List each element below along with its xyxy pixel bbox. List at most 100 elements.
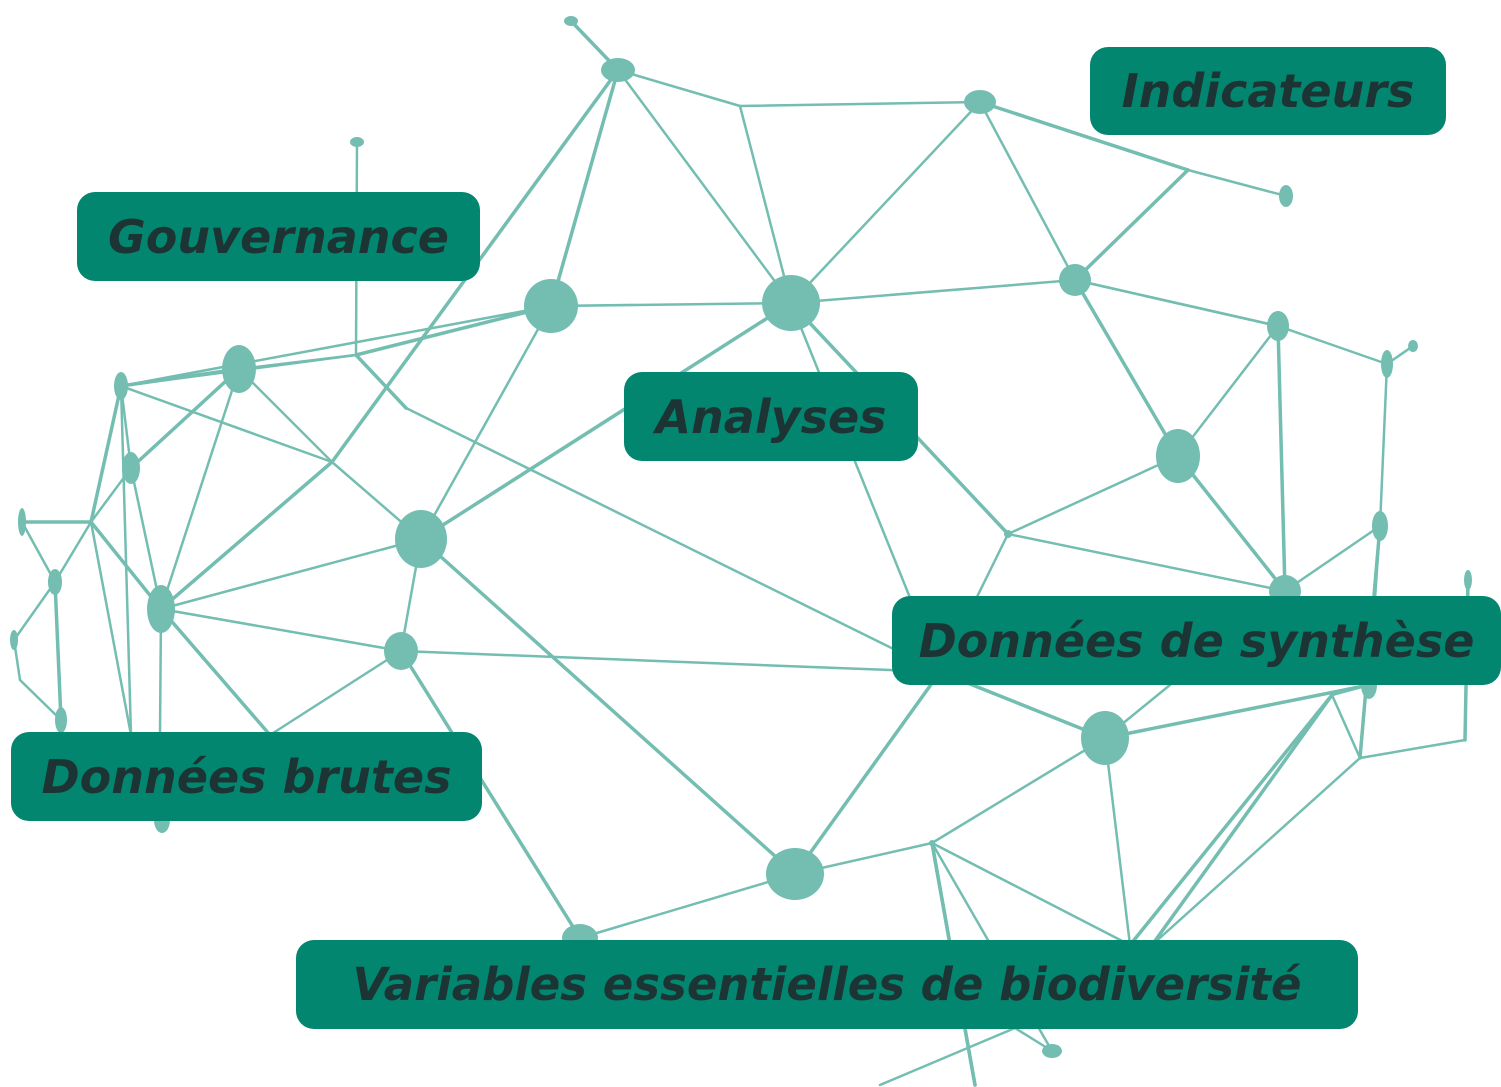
network-edge (419, 537, 797, 876)
network-edge (978, 100, 1190, 172)
network-edge (1073, 278, 1280, 328)
network-node (1408, 340, 1418, 352)
network-edge (1276, 324, 1389, 366)
network-node (1279, 185, 1293, 207)
network-node (964, 90, 996, 114)
network-nodes (10, 16, 1472, 1058)
network-edge (20, 520, 57, 584)
network-edge (738, 104, 793, 305)
network-edge (793, 670, 942, 876)
network-edge (159, 607, 272, 737)
network-node (1004, 530, 1012, 538)
donnees-synthese-label-text: Données de synthèse (918, 613, 1475, 668)
network-edge (119, 384, 334, 464)
network-edge (1186, 168, 1288, 198)
network-edge (930, 736, 1107, 845)
network-edge (1150, 693, 1334, 947)
network-edge (1378, 362, 1389, 528)
network-edge (129, 466, 163, 611)
network-edge (1176, 324, 1280, 458)
network-edge (738, 100, 982, 108)
network-node (222, 345, 256, 393)
network-node (1156, 429, 1200, 483)
network-edge (1150, 756, 1362, 947)
network-edge (399, 649, 942, 674)
network-edge (159, 537, 423, 611)
network-node (762, 275, 820, 331)
network-node (1059, 264, 1091, 296)
network-edge (789, 100, 982, 305)
network-edge (119, 384, 133, 737)
network-edge (549, 301, 793, 308)
network-node (1081, 711, 1129, 765)
indicateurs-label-text: Indicateurs (1121, 64, 1415, 118)
network-node (766, 848, 824, 900)
network-edge (119, 304, 553, 388)
network-edge (978, 100, 1077, 282)
network-node (929, 840, 935, 846)
analyses-label[interactable]: Analyses (624, 372, 918, 461)
network-edge (159, 607, 403, 653)
network-node (350, 137, 364, 147)
network-edge (237, 367, 334, 464)
variables-essentielles-label[interactable]: Variables essentielles de biodiversité (296, 940, 1358, 1029)
network-edge (419, 301, 793, 541)
network-edge (1073, 168, 1190, 282)
network-edge (89, 384, 123, 524)
network-edge (268, 649, 403, 737)
network-node (147, 585, 175, 633)
donnees-synthese-label[interactable]: Données de synthèse (892, 596, 1501, 685)
network-edge (354, 353, 408, 410)
network-node (1042, 1044, 1062, 1058)
network-edge (399, 649, 582, 940)
network-edge (930, 841, 1132, 947)
network-node (10, 630, 18, 650)
indicateurs-label[interactable]: Indicateurs (1090, 47, 1446, 135)
network-node (564, 16, 578, 26)
network-node (524, 279, 578, 333)
gouvernance-label-text: Gouvernance (108, 209, 449, 264)
network-edge (1128, 693, 1334, 947)
network-node (384, 632, 418, 670)
network-edge (1358, 738, 1467, 760)
network-edge (1103, 736, 1132, 947)
variables-essentielles-label-text: Variables essentielles de biodiversité (352, 958, 1302, 1011)
network-edge (1330, 693, 1362, 760)
network-node (395, 510, 447, 568)
network-edge (878, 1026, 1017, 1087)
network-edge (237, 353, 358, 371)
network-edge (1006, 532, 1287, 593)
network-edge (404, 406, 942, 674)
network-node (1372, 511, 1388, 541)
network-edge (18, 678, 63, 722)
network-node (1381, 350, 1393, 378)
donnees-brutes-label-text: Données brutes (41, 749, 452, 804)
network-edge (1283, 524, 1382, 593)
network-edge (1073, 278, 1180, 458)
network-node (114, 372, 128, 400)
analyses-label-text: Analyses (655, 389, 887, 444)
network-node (122, 452, 140, 484)
network-edge (419, 304, 553, 541)
network-edge (1276, 324, 1287, 593)
network-edge (789, 278, 1077, 305)
network-edge (549, 68, 620, 308)
network-edge (159, 460, 334, 611)
network-edge (616, 68, 742, 108)
network-node (48, 569, 62, 595)
donnees-brutes-label[interactable]: Données brutes (11, 732, 482, 821)
network-edge (1176, 454, 1287, 593)
network-edge (159, 367, 241, 611)
network-edge (53, 520, 93, 584)
gouvernance-label[interactable]: Gouvernance (77, 192, 480, 281)
network-edge (616, 68, 793, 305)
network-edges (12, 19, 1470, 1087)
network-node (601, 58, 635, 82)
network-edge (89, 520, 133, 737)
network-edge (53, 580, 63, 722)
network-edge (578, 872, 797, 940)
network-edge (12, 580, 57, 642)
network-edge (1006, 454, 1180, 536)
network-edge (1103, 683, 1371, 740)
